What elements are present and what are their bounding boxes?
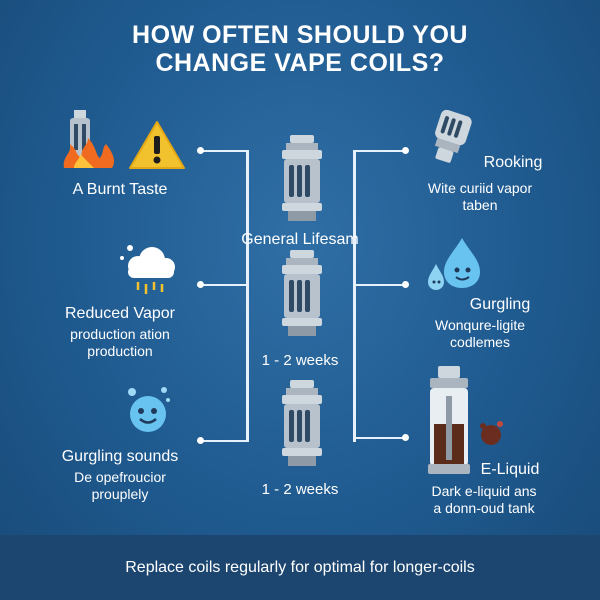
left-title-gurgling-sounds: Gurgling sounds (61, 448, 179, 465)
connector-dot-right-2 (402, 281, 409, 288)
vertical-line-left (246, 150, 249, 442)
connector-left-1 (202, 150, 248, 152)
connector-dot-left-3 (197, 437, 204, 444)
vape-coil-icon (282, 250, 322, 336)
warning-icon (129, 121, 185, 169)
vertical-line-right (353, 150, 356, 442)
connector-right-2 (355, 284, 405, 286)
connector-left-2 (202, 284, 248, 286)
center-label-lifespan: General Lifesam (241, 231, 359, 248)
coil-head-icon (434, 109, 472, 163)
connector-right-1 (355, 150, 405, 152)
center-label-weeks-1: 1 - 2 weeks (261, 352, 339, 369)
left-title-burnt-taste: A Burnt Taste (72, 181, 168, 198)
footer-bar: Replace coils regularly for optimal for … (0, 535, 600, 600)
right-sub-rooking-1: Wite curiid vapor (427, 180, 533, 196)
water-drop-face-icon (128, 387, 170, 432)
footer-text: Replace coils regularly for optimal for … (125, 558, 475, 576)
connector-dot-left-1 (197, 147, 204, 154)
right-sub-gurgling-2: codlemes (450, 334, 510, 350)
connector-dot-left-2 (197, 281, 204, 288)
right-title-gurgling: Gurgling (469, 296, 531, 313)
connector-right-3 (355, 437, 405, 439)
right-title-rooking: Rooking (483, 154, 543, 171)
dark-liquid-blob-icon (480, 421, 503, 445)
left-sub-reduced-vapor-2: production (87, 343, 153, 359)
right-sub-e-liquid-2: a donn-oud tank (433, 500, 535, 516)
title-line-2: CHANGE VAPE COILS? (155, 49, 445, 77)
vape-coil-icon (282, 380, 322, 466)
left-sub-gurgling-sounds-2: prouplely (91, 486, 149, 502)
right-sub-e-liquid-1: Dark e-liquid ans (431, 483, 537, 499)
left-title-reduced-vapor: Reduced Vapor (65, 305, 175, 322)
left-sub-gurgling-sounds-1: De opefroucior (74, 469, 166, 485)
tank-liquid-icon (428, 366, 470, 474)
vape-coil-icon (282, 135, 322, 221)
right-sub-rooking-2: taben (462, 197, 498, 213)
connector-left-3 (202, 440, 248, 442)
cloud-rain-icon (120, 245, 175, 294)
title-line-1: HOW OFTEN SHOULD YOU (132, 21, 468, 49)
connector-dot-right-1 (402, 147, 409, 154)
vape-burnt-icon (63, 110, 114, 168)
right-sub-gurgling-1: Wonqure-ligite (434, 317, 525, 333)
right-title-e-liquid: E-Liquid (480, 461, 540, 478)
water-drops-icon (428, 238, 480, 290)
connector-dot-right-3 (402, 434, 409, 441)
left-sub-reduced-vapor-1: production ation (70, 326, 170, 342)
center-label-weeks-2: 1 - 2 weeks (261, 481, 339, 498)
